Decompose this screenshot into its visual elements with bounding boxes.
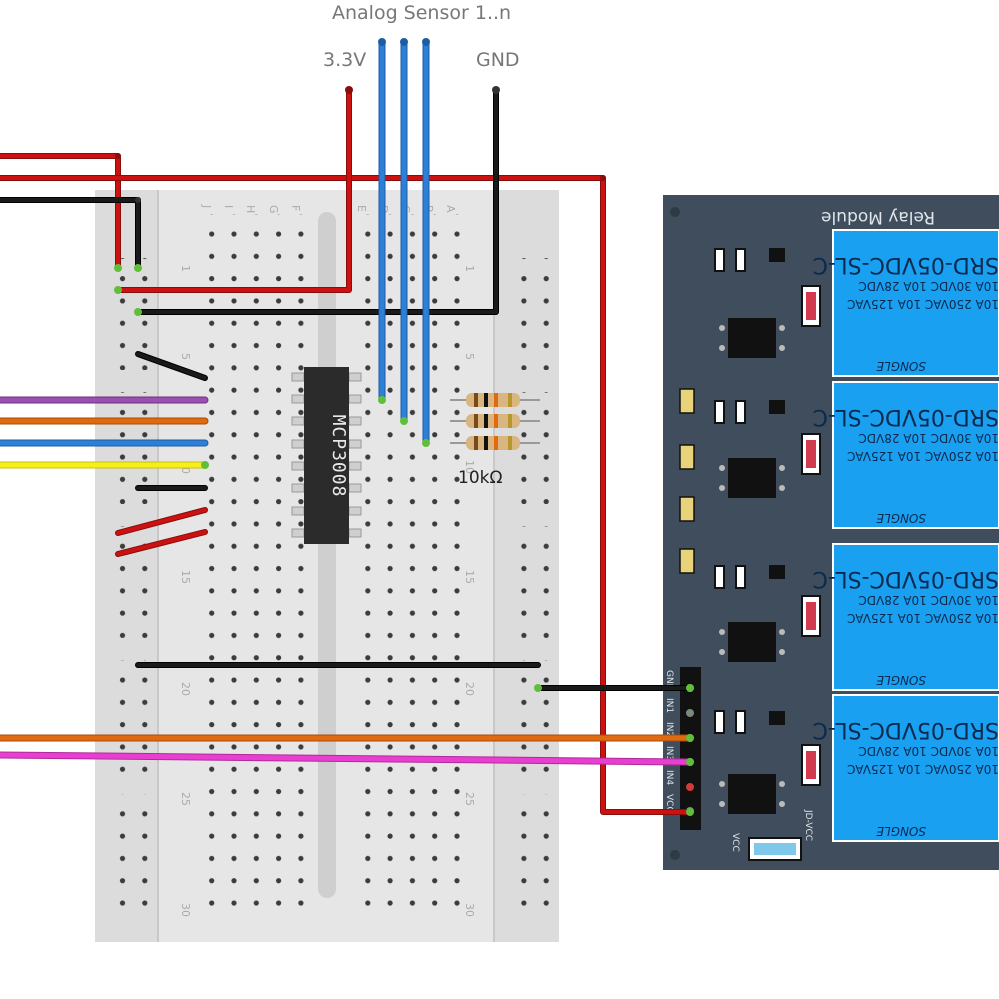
wire-magenta-relay-in	[0, 752, 693, 765]
chip-label: MCP3008	[328, 415, 349, 498]
relay-1-rating-2: 10A 30VDC 10A 28VDC	[858, 279, 999, 293]
relay-4-rating-2: 10A 30VDC 10A 28VDC	[858, 744, 999, 758]
pin-label-gnd: GND	[664, 670, 674, 691]
relay-4-rating-1: 10A 250VAC 10A 125VAC	[847, 762, 999, 776]
row-number-5-left: 5	[179, 353, 192, 360]
relay-3: SRD-05VDC-SL-C 10A 30VDC 10A 28VDC 10A 2…	[812, 543, 999, 691]
rail-left-5	[107, 794, 152, 906]
pin-label-in2: IN2	[664, 722, 674, 737]
row-number-25-right: 25	[463, 792, 476, 806]
wire-red-vcc	[0, 176, 692, 814]
relay-3-body	[832, 543, 999, 691]
column-letter-a: A	[444, 205, 457, 213]
relay-2-rating-1: 10A 250VAC 10A 125VAC	[847, 449, 999, 463]
relay-1-model: SRD-05VDC-SL-C	[812, 252, 999, 277]
pin-label-vcc: VCC	[664, 794, 674, 813]
relay-1-brand: SONGLE	[876, 359, 926, 373]
relay-3-rating-1: 10A 250VAC 10A 125VAC	[847, 611, 999, 625]
wire-endpoints	[114, 38, 694, 816]
relay-2-model: SRD-05VDC-SL-C	[812, 404, 999, 429]
rail-right-3	[505, 526, 550, 638]
rail-right-4	[505, 660, 550, 772]
column-letter-i: I	[222, 205, 235, 208]
row-number-15-left: 15	[179, 570, 192, 584]
resistor-2	[450, 414, 540, 428]
wire-red-jumper-2	[116, 530, 207, 556]
relay-3-rating-2: 10A 30VDC 10A 28VDC	[858, 593, 999, 607]
row-number-1-left: 1	[179, 265, 192, 272]
relay-1: SRD-05VDC-SL-C 10A 30VDC 10A 28VDC 10A 2…	[812, 229, 999, 377]
relay-2-body	[832, 381, 999, 529]
relay-2: SRD-05VDC-SL-C 10A 30VDC 10A 28VDC 10A 2…	[812, 381, 999, 529]
row-number-15-right: 15	[463, 570, 476, 584]
resistor-value-label: 10kΩ	[458, 468, 502, 488]
row-number-1-right: 1	[463, 265, 476, 272]
wire-red-3v3	[116, 88, 351, 292]
row-number-25-left: 25	[179, 792, 192, 806]
ground-label: GND	[476, 49, 520, 71]
resistors: 10kΩ	[450, 393, 540, 488]
relay-module-title: Relay Module	[821, 207, 935, 227]
row-number-10-right: 10	[463, 460, 476, 474]
mcp3008-chip: MCP3008	[291, 367, 362, 544]
row-number-30-right: 30	[463, 903, 476, 917]
column-letter-h: H	[244, 205, 257, 213]
jumper: VCC JD-VCC	[730, 809, 813, 861]
chip-body	[304, 367, 349, 544]
column-letter-g: G	[267, 205, 280, 214]
relay-1-body	[832, 229, 999, 377]
column-letter-j: J	[200, 204, 213, 208]
wire-black-jumper-1	[136, 352, 207, 380]
rail-right-5	[505, 794, 550, 906]
relay-components	[679, 248, 821, 814]
relay-2-brand: SONGLE	[876, 511, 926, 525]
pin-label-in3: IN3	[664, 746, 674, 761]
resistor-1	[450, 393, 540, 407]
column-letter-e: E	[355, 205, 368, 212]
resistor-3	[450, 436, 540, 450]
row-number-5-right: 5	[463, 353, 476, 360]
relay-3-model: SRD-05VDC-SL-C	[812, 566, 999, 591]
row-number-30-left: 30	[179, 903, 192, 917]
relay-1-rating-1: 10A 250VAC 10A 125VAC	[847, 297, 999, 311]
relay-module: Relay Module SRD-05VDC-SL-C 10A 30VDC 10…	[663, 195, 999, 870]
voltage-label: 3.3V	[323, 49, 367, 71]
wire-red-jumper-1	[116, 508, 207, 535]
rail-right-1	[505, 258, 550, 370]
analog-sensor-label: Analog Sensor 1..n	[332, 2, 512, 24]
relay-3-brand: SONGLE	[876, 673, 926, 687]
relay-4-brand: SONGLE	[876, 824, 926, 838]
breadboard: J I H G F E D C B A 1 5 10 15 20 25 30 1…	[95, 190, 559, 942]
relay-2-rating-2: 10A 30VDC 10A 28VDC	[858, 431, 999, 445]
jumper-label-vcc: VCC	[730, 833, 740, 852]
terminal-holes-left	[196, 214, 308, 915]
row-number-20-left: 20	[179, 682, 192, 696]
pin-label-in1: IN1	[664, 698, 674, 713]
wire-black-gnd	[136, 88, 498, 314]
row-number-20-right: 20	[463, 682, 476, 696]
rail-left-3	[107, 526, 152, 638]
relay-4: SRD-05VDC-SL-C 10A 30VDC 10A 28VDC 10A 2…	[812, 694, 999, 842]
pin-label-in4: IN4	[664, 770, 674, 785]
relay-4-body	[832, 694, 999, 842]
jumper-label-jd-vcc: JD-VCC	[803, 809, 813, 841]
relay-4-model: SRD-05VDC-SL-C	[812, 717, 999, 742]
column-letter-f: F	[289, 205, 302, 211]
